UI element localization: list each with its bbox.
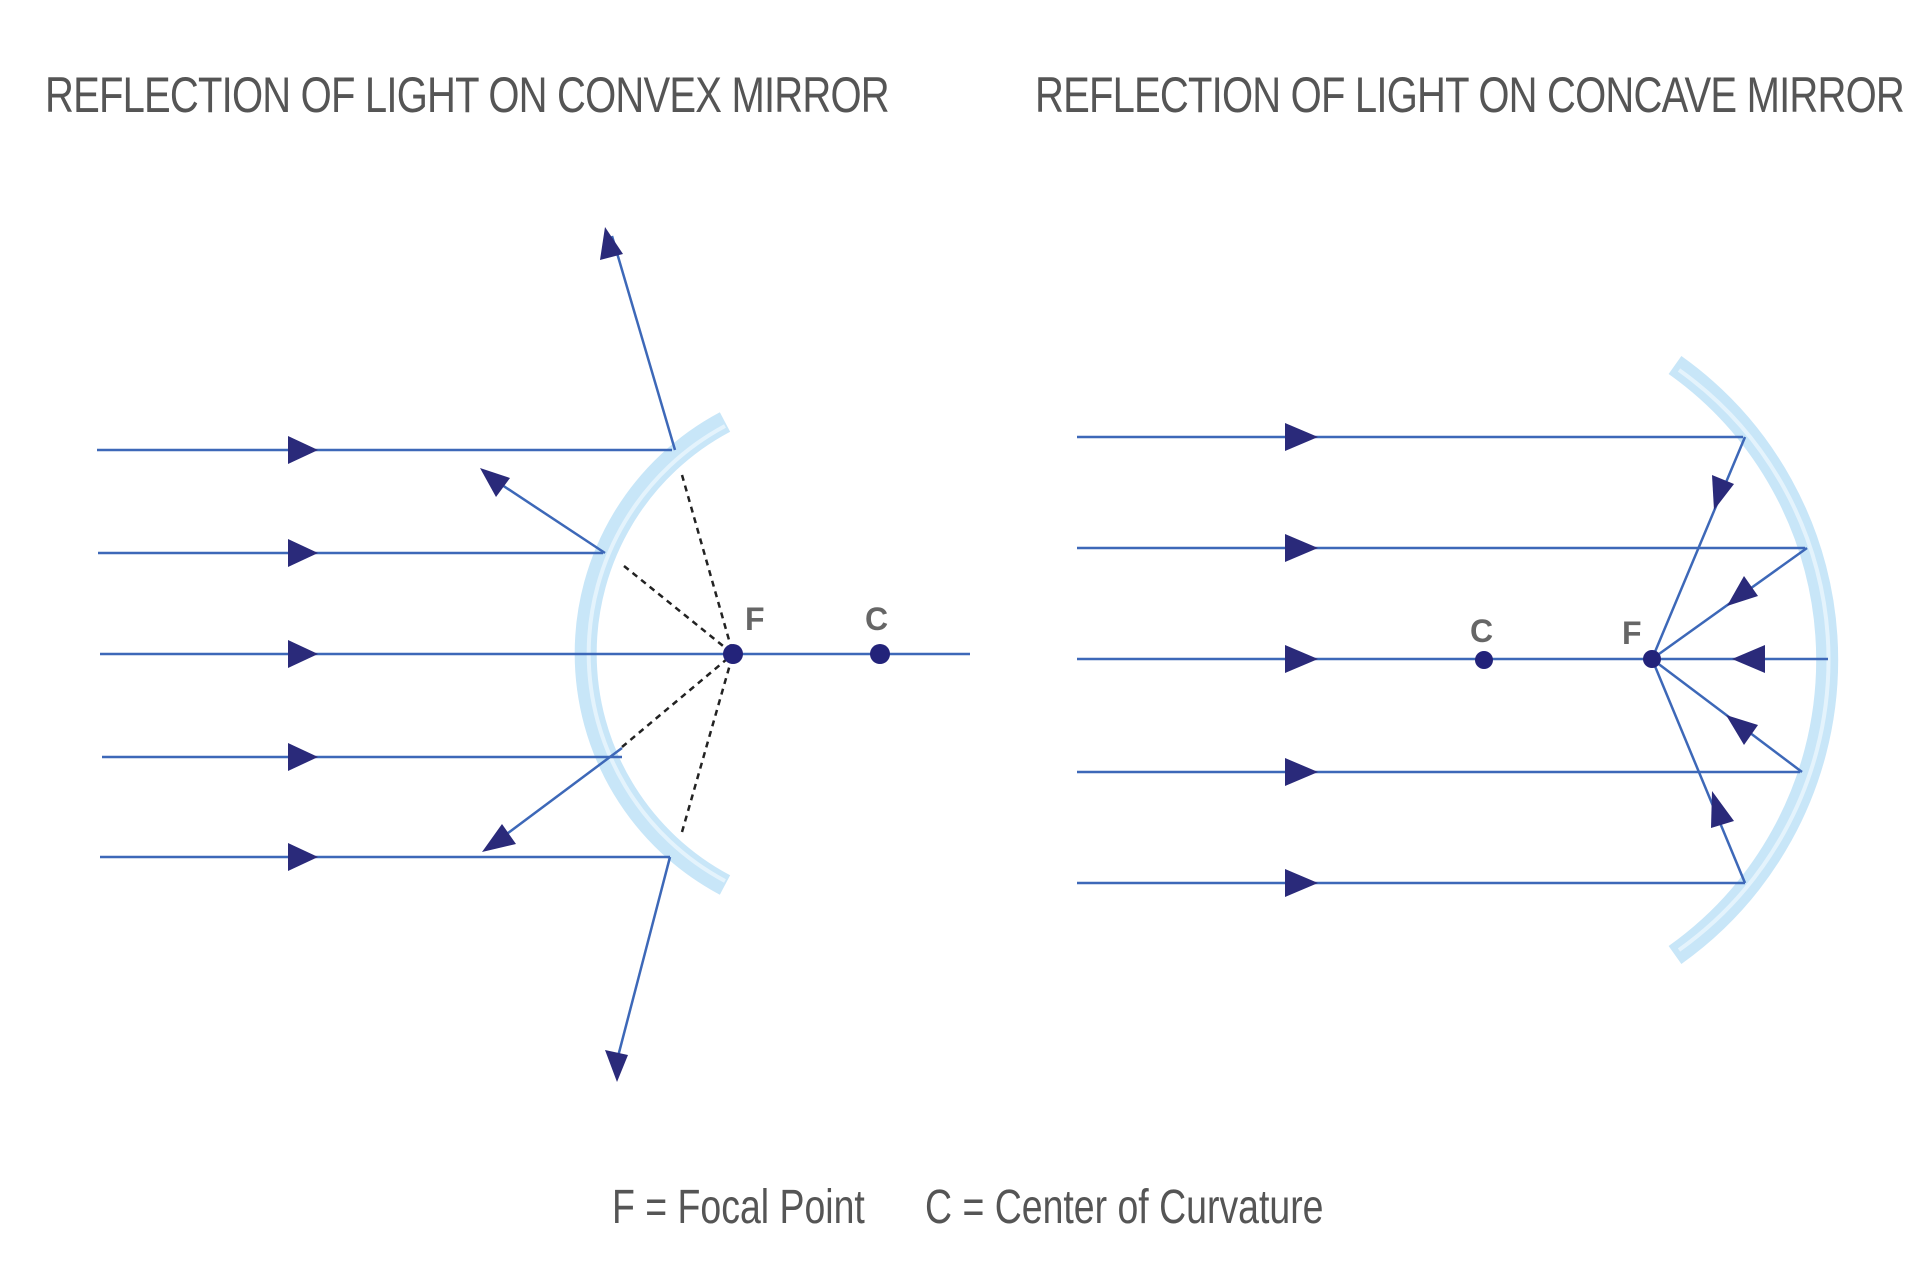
concave-center-point [1475,651,1493,669]
concave-reflected-arrowheads [1711,475,1758,828]
convex-virtual-lines [621,474,735,833]
convex-reflected-arrowheads [480,227,628,1082]
concave-center-label: C [1470,613,1493,649]
convex-reflected-2 [495,479,606,555]
arrowhead-icon [605,1050,628,1082]
convex-virtual-2 [623,565,734,655]
convex-reflected-4 [499,746,623,841]
convex-ray-arrowheads [288,436,318,871]
arrowhead-icon [1285,534,1318,562]
concave-focal-point [1643,650,1661,668]
arrowhead-icon [1285,869,1318,897]
arrowhead-icon [288,436,318,464]
arrowhead-icon [1285,423,1318,451]
arrowhead-icon [288,640,318,668]
arrowhead-icon [1727,576,1758,606]
convex-incident-rays [97,448,970,859]
convex-virtual-4 [621,653,734,748]
arrowhead-icon [480,468,510,497]
arrowhead-icon [288,539,318,567]
arrowhead-icon [288,843,318,871]
concave-mirror-highlight [1677,368,1831,952]
convex-virtual-1 [680,474,735,655]
convex-center-point [870,644,890,664]
concave-reflected-5 [1650,658,1747,884]
concave-focal-label: F [1622,615,1642,651]
convex-center-label: C [865,601,888,637]
concave-mirror-title: REFLECTION OF LIGHT ON CONCAVE MIRROR [1035,67,1905,123]
convex-reflected-5 [613,856,672,1069]
legend-center-of-curvature: C = Center of Curvature [925,1181,1324,1234]
arrowhead-icon [600,227,623,260]
arrowhead-icon [1732,645,1765,673]
legend-focal-point: F = Focal Point [612,1181,865,1234]
concave-ray-arrowheads [1285,423,1765,897]
concave-incident-rays [1077,435,1828,885]
arrowhead-icon [288,743,318,771]
convex-mirror-title: REFLECTION OF LIGHT ON CONVEX MIRROR [45,67,890,123]
arrowhead-icon [1711,791,1734,828]
convex-focal-point [723,644,743,664]
arrowhead-icon [1285,758,1318,786]
convex-virtual-5 [680,653,735,833]
convex-focal-label: F [745,601,765,637]
concave-diagram: C F [1077,356,1839,964]
arrowhead-icon [1285,645,1318,673]
convex-reflected-1 [610,235,677,451]
convex-reflected-rays [495,235,677,1069]
arrowhead-icon [482,824,516,852]
arrowhead-icon [1726,715,1758,745]
arrowhead-icon [1712,475,1734,510]
concave-reflected-1 [1650,436,1747,660]
convex-diagram: F C [97,227,970,1082]
